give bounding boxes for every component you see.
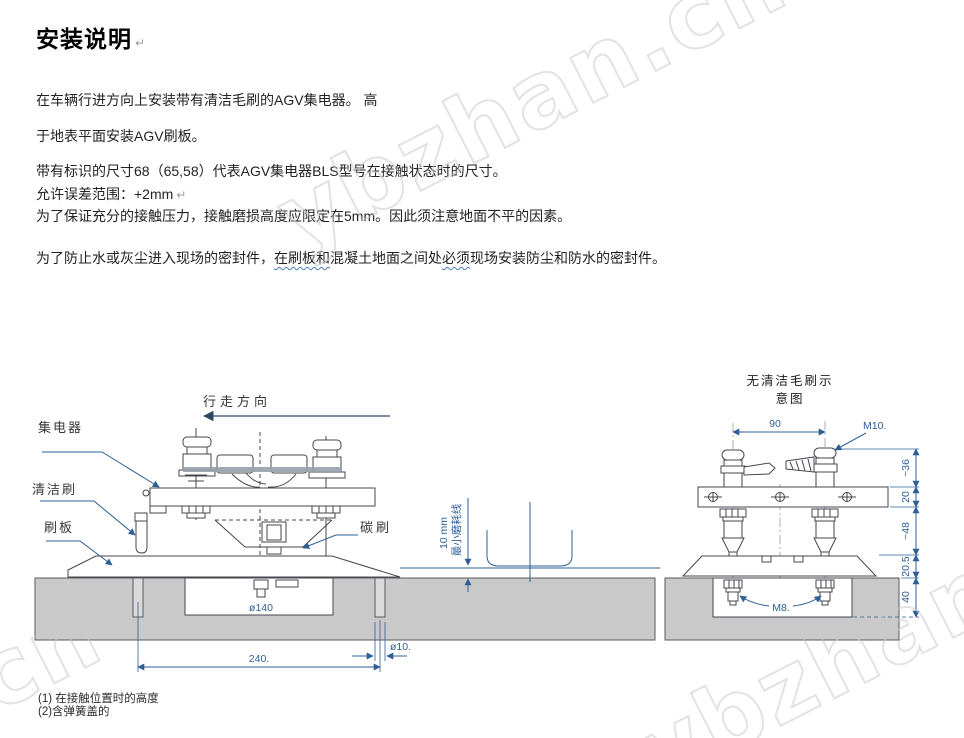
dim-m10: M10. (863, 420, 886, 432)
tolerance-text: 允许误差范围：+2mm (36, 186, 174, 202)
cleaning-brush-label: 清洁刷 (32, 482, 77, 497)
paragraph-2-line-1: 带有标识的尺寸68（65,58）代表AGV集电器BLS型号在接触状态时的尺寸。 (36, 163, 507, 179)
page-title-text: 安装说明 (36, 26, 132, 52)
m10-leader (834, 432, 867, 451)
right-diagram-dimensions: 90 M10. ~36 20 ~48 20.5 40 M8. (732, 418, 920, 618)
carbon-brush-label: 碳刷 (360, 520, 392, 535)
cleaning-brush-leader (40, 500, 136, 536)
dim-d140: ø140 (249, 602, 273, 614)
watermark-top: ybzhan.cn (260, 0, 805, 273)
dim-90: 90 (769, 418, 781, 430)
schematic-title-line-2: 意图 (775, 391, 804, 406)
seal-text-post: 现场安装防尘和防水的密封件。 (470, 250, 666, 266)
footnote-1: (1) 在接触位置时的高度 (38, 693, 159, 705)
left-diagram-annotations: 行走方向 集电器 清洁刷 刷板 碳刷 10 mm 最小磨耗线 ø140 240. (32, 394, 660, 672)
collector-side-view-diagram: 行走方向 集电器 清洁刷 刷板 碳刷 10 mm 最小磨耗线 ø140 240. (32, 394, 660, 672)
footnote-2: (2)含弹簧盖的 (38, 706, 110, 718)
dim-20-5: 20.5 (900, 556, 912, 577)
collector-assembly (67, 428, 401, 598)
m8-leader-left (739, 595, 770, 607)
dim-40: 40 (900, 591, 912, 603)
schematic-title-line-1: 无清洁毛刷示 (746, 374, 833, 388)
direction-of-travel-label: 行走方向 (203, 394, 271, 409)
carbon-brush-leader (302, 534, 358, 549)
seal-text-mid: 混凝土地面之间处 (330, 250, 442, 266)
paragraph-3: 为了防止水或灰尘进入现场的密封件，在刷板和混凝土地面之间处必须现场安装防尘和防水… (36, 248, 666, 268)
paragraph-1-line-1: 在车辆行进方向上安装带有清洁毛刷的AGV集电器。 高 (36, 92, 378, 108)
seal-text-pre: 为了防止水或灰尘进入现场的密封件， (36, 250, 274, 266)
paragraph-2-line-3: 为了保证充分的接触压力，接触磨损高度应限定在5mm。因此须注意地面不平的因素。 (36, 208, 572, 224)
page-title: 安装说明↵ (36, 20, 146, 54)
dim-m8: M8. (772, 602, 790, 614)
collector-label: 集电器 (38, 420, 83, 435)
spellcheck-underline-1: 在刷板和 (274, 250, 330, 266)
paragraph-mark-icon: ↵ (176, 188, 187, 202)
dim-20: 20 (900, 491, 912, 503)
brush-plate-label: 刷板 (44, 520, 74, 535)
no-cleaning-brush-schematic: 无清洁毛刷示 意图 (664, 374, 920, 641)
paragraph-1-line-2: 于地表平面安装AGV刷板。 (36, 128, 206, 144)
paragraph-mark-icon: ↵ (135, 36, 147, 50)
brush-plate-leader (46, 540, 113, 566)
concrete-slab-left (34, 577, 656, 641)
dim-10mm: 10 mm (438, 517, 450, 549)
spellcheck-underline-2: 必须 (442, 250, 470, 266)
dim-240: 240. (249, 653, 269, 665)
collector-front-assembly (681, 447, 889, 606)
dim-36: ~36 (900, 459, 912, 477)
m8-leader-right (792, 595, 822, 607)
min-wear-line-label: 最小磨耗线 (450, 503, 463, 556)
paragraph-2-line-2: 允许误差范围：+2mm↵ (36, 184, 186, 204)
dim-d10: ø10. (390, 641, 411, 653)
collector-leader (42, 451, 160, 488)
dim-48: ~48 (900, 522, 912, 540)
